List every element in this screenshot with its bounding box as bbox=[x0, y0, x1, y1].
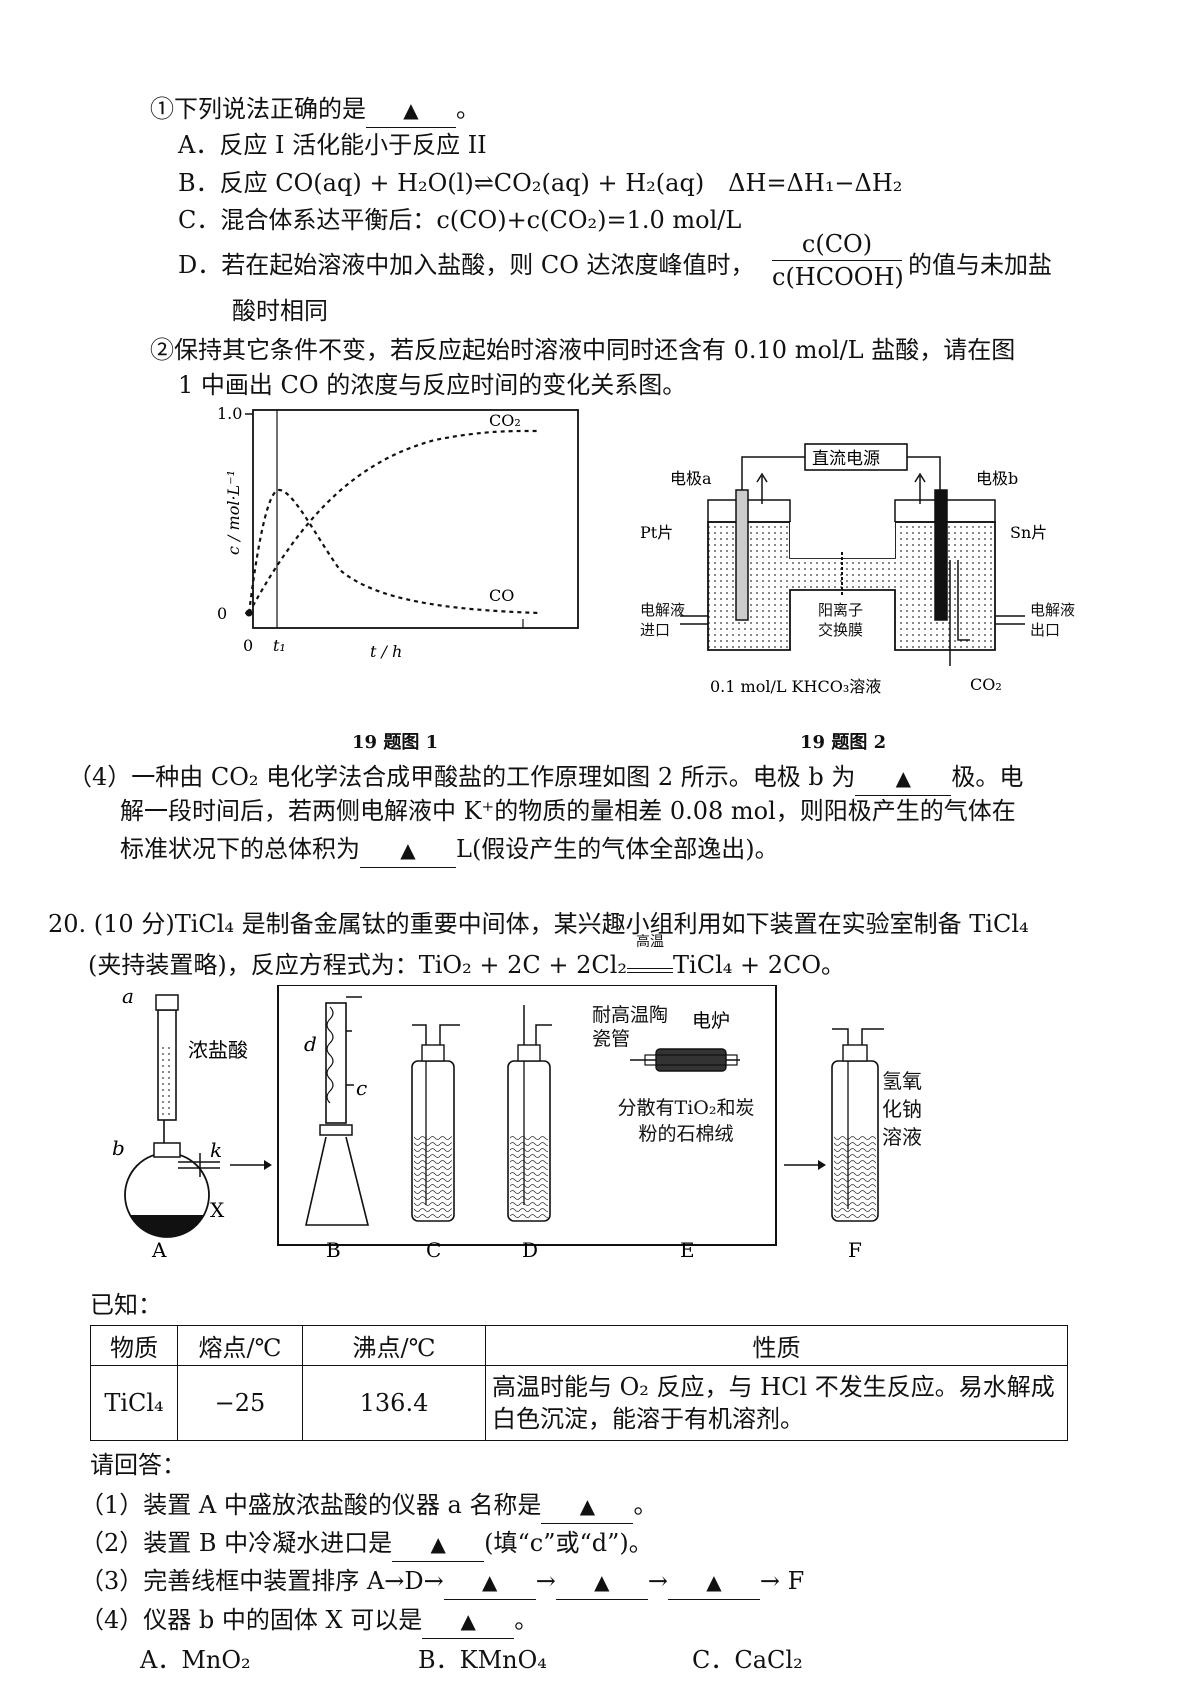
answer-blank[interactable]: ▲ bbox=[443, 1564, 536, 1600]
label-k: k bbox=[210, 1138, 222, 1162]
figure-2-caption: 19 题图 2 bbox=[800, 732, 887, 753]
answer-blank[interactable]: ▲ bbox=[392, 1526, 485, 1562]
co2-inlet-label: CO₂ bbox=[970, 675, 1002, 694]
label-tio2: 分散有TiO₂和炭粉的石棉绒 bbox=[617, 1097, 755, 1145]
answer-blank[interactable]: ▲ bbox=[855, 760, 952, 796]
option-d-cont: 酸时相同 bbox=[232, 297, 328, 325]
answer-blank[interactable]: ▲ bbox=[541, 1488, 634, 1524]
label-apparatus-c: C bbox=[426, 1238, 441, 1262]
q19-4-line1: （4）一种由 CO₂ 电化学法合成甲酸盐的工作原理如图 2 所示。电极 b 为▲… bbox=[68, 760, 1023, 796]
label-apparatus-d: D bbox=[522, 1238, 538, 1262]
inlet-label: 电解液进口 bbox=[640, 601, 686, 639]
label-furnace: 电炉 bbox=[692, 1010, 730, 1032]
label-naoh: 氢氧化钠溶液 bbox=[882, 1069, 922, 1149]
y-axis-label: c / mol·L⁻¹ bbox=[224, 470, 243, 555]
table-header: 物质 bbox=[90, 1325, 178, 1366]
label-b: b bbox=[112, 1136, 125, 1160]
y-tick-zero: 0 bbox=[217, 604, 227, 623]
answer-blank[interactable]: ▲ bbox=[366, 92, 456, 128]
sn-label: Sn片 bbox=[1010, 523, 1047, 542]
q19-4-line2: 解一段时间后，若两侧电解液中 K⁺的物质的量相差 0.08 mol，则阳极产生的… bbox=[120, 797, 1016, 825]
label-c: c bbox=[356, 1076, 367, 1100]
label-apparatus-f: F bbox=[848, 1238, 862, 1262]
label-apparatus-a: A bbox=[151, 1238, 167, 1262]
q20-1: （1）装置 A 中盛放浓盐酸的仪器 a 名称是▲。 bbox=[80, 1488, 657, 1524]
co-curve bbox=[247, 488, 541, 615]
option-d: D．若在起始溶液中加入盐酸，则 CO 达浓度峰值时， bbox=[178, 251, 755, 279]
label-hcl: 浓盐酸 bbox=[188, 1038, 248, 1062]
apparatus-frame bbox=[277, 985, 777, 1246]
option-b: B．反应 CO(aq) + H₂O(l)⇌CO₂(aq) + H₂(aq) ΔH… bbox=[178, 169, 903, 197]
co-label: CO bbox=[489, 586, 514, 605]
apparatus-b bbox=[304, 996, 370, 1226]
figure-1-chart: 1.0 0 c / mol·L⁻¹ 0 t₁ t / h CO₂ CO bbox=[217, 405, 579, 661]
label-a: a bbox=[122, 985, 134, 1008]
x-axis-label: t / h bbox=[370, 642, 402, 661]
origin-point bbox=[245, 609, 253, 617]
choice-b: B．KMnO₄ bbox=[418, 1646, 547, 1674]
q20-line1: 20. (10 分)TiCl₄ 是制备金属钛的重要中间体，某兴趣小组利用如下装置… bbox=[48, 910, 1029, 938]
co2-label: CO₂ bbox=[489, 411, 521, 430]
table-cell: −25 bbox=[177, 1365, 303, 1441]
choice-c: C．CaCl₂ bbox=[692, 1646, 803, 1674]
solution-label: 0.1 mol/L KHCO₃溶液 bbox=[710, 677, 881, 696]
x-tick-t1: t₁ bbox=[273, 636, 286, 655]
electrode-a-label: 电极a bbox=[670, 469, 712, 488]
please-answer: 请回答： bbox=[90, 1451, 186, 1479]
outlet-label: 电解液出口 bbox=[1030, 601, 1076, 639]
figure-2-diagram: 直流电源 电极a 电极b Pt片 Sn片 电解液进口 电解液出口 阳离子交换膜 … bbox=[640, 443, 1076, 696]
apparatus-d bbox=[507, 1005, 552, 1222]
x-tick-zero: 0 bbox=[243, 636, 253, 655]
q19-sub1-prompt: ①下列说法正确的是▲。 bbox=[150, 92, 480, 128]
option-a: A．反应 I 活化能小于反应 II bbox=[178, 131, 487, 159]
apparatus-diagram: a b k X 浓盐酸 d c 耐高温陶瓷管 电炉 分散有TiO₂和炭粉的石棉绒… bbox=[112, 985, 922, 1262]
condition-label: 高温 bbox=[636, 934, 665, 950]
label-d: d bbox=[304, 1032, 317, 1056]
choice-a: A．MnO₂ bbox=[140, 1646, 251, 1674]
q19-sub2-line2: 1 中画出 CO 的浓度与反应时间的变化关系图。 bbox=[178, 371, 687, 399]
membrane-label: 阳离子交换膜 bbox=[818, 600, 872, 640]
apparatus-a bbox=[124, 994, 272, 1238]
apparatus-c bbox=[411, 1024, 460, 1222]
figure-1-caption: 19 题图 1 bbox=[352, 732, 439, 753]
table-header: 熔点/℃ bbox=[177, 1325, 303, 1366]
q20-2: （2）装置 B 中冷凝水进口是▲(填“c”或“d”)。 bbox=[80, 1526, 653, 1562]
fraction-denominator: c(HCOOH) bbox=[772, 260, 904, 293]
option-d-post: 的值与未加盐 bbox=[908, 251, 1052, 279]
pt-label: Pt片 bbox=[640, 523, 673, 542]
answer-blank[interactable]: ▲ bbox=[667, 1564, 760, 1600]
label-x: X bbox=[210, 1198, 225, 1222]
fraction: c(CO) c(HCOOH) bbox=[772, 228, 904, 293]
known-heading: 已知： bbox=[90, 1291, 162, 1319]
apparatus-e bbox=[630, 1048, 740, 1072]
answer-blank[interactable]: ▲ bbox=[422, 1603, 515, 1639]
option-c: C．混合体系达平衡后：c(CO)+c(CO₂)=1.0 mol/L bbox=[178, 206, 742, 234]
q19-4-line3: 标准状况下的总体积为▲L(假设产生的气体全部逸出)。 bbox=[120, 832, 779, 868]
pt-electrode bbox=[735, 489, 749, 621]
sn-electrode bbox=[934, 489, 948, 621]
co2-curve bbox=[248, 429, 541, 614]
table-cell: 136.4 bbox=[302, 1365, 486, 1441]
y-tick-top: 1.0 bbox=[217, 405, 242, 423]
plot-frame bbox=[252, 409, 579, 629]
properties-table: 物质 熔点/℃ 沸点/℃ 性质 TiCl₄ −25 136.4 高温时能与 O₂… bbox=[90, 1325, 1068, 1441]
table-header: 性质 bbox=[485, 1325, 1068, 1366]
power-label: 直流电源 bbox=[812, 449, 880, 469]
answer-blank[interactable]: ▲ bbox=[360, 832, 456, 868]
q20-3: （3）完善线框中装置排序 A→D→▲→▲→▲→ F bbox=[80, 1564, 804, 1600]
label-apparatus-e: E bbox=[680, 1238, 695, 1262]
label-apparatus-b: B bbox=[326, 1238, 341, 1262]
table-cell: 高温时能与 O₂ 反应，与 HCl 不发生反应。易水解成白色沉淀，能溶于有机溶剂… bbox=[485, 1365, 1068, 1441]
label-tube: 耐高温陶瓷管 bbox=[592, 1004, 669, 1050]
fraction-numerator: c(CO) bbox=[801, 230, 873, 258]
apparatus-f bbox=[831, 1028, 884, 1222]
q19-sub2-line1: ②保持其它条件不变，若反应起始时溶液中同时还含有 0.10 mol/L 盐酸，请… bbox=[150, 336, 1016, 364]
table-header: 沸点/℃ bbox=[302, 1325, 486, 1366]
table-cell: TiCl₄ bbox=[90, 1365, 178, 1441]
electrode-b-label: 电极b bbox=[976, 469, 1018, 488]
q20-4: （4）仪器 b 中的固体 X 可以是▲。 bbox=[80, 1603, 538, 1639]
answer-blank[interactable]: ▲ bbox=[555, 1564, 648, 1600]
